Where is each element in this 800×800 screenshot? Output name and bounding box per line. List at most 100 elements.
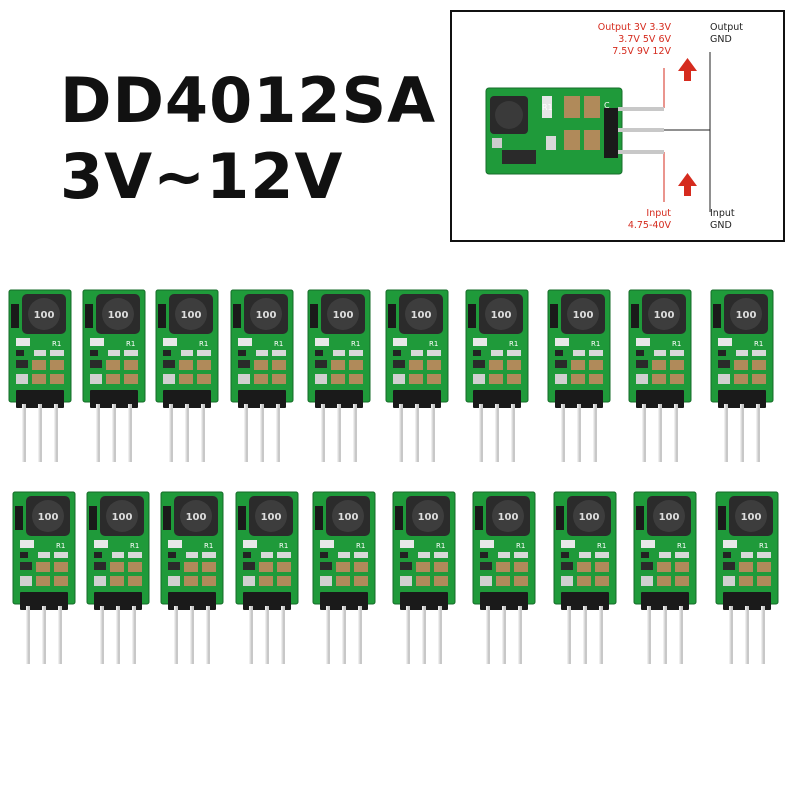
capacitor-icon [434, 562, 448, 572]
smd-component [16, 374, 28, 384]
module-pin [249, 606, 253, 664]
inductor-label: 100 [741, 512, 762, 523]
module-pin [502, 606, 506, 664]
capacitor-icon [489, 374, 503, 384]
pin-header-icon [604, 108, 618, 158]
output-voltage-line: 3.7V 5V 6V [618, 34, 671, 45]
input-voltage-range: Input 4.75-40V [628, 208, 671, 232]
pin-header-icon [315, 390, 363, 408]
pin-highlight [190, 606, 192, 664]
smd-component [573, 350, 585, 356]
inductor-label: 100 [579, 512, 600, 523]
smd-component [338, 552, 350, 558]
inductor-coil-icon [735, 500, 767, 532]
module-pin [729, 606, 733, 664]
smd-component [491, 350, 503, 356]
module-pin [674, 404, 678, 462]
top-connector-icon [85, 304, 93, 328]
top-connector-icon [11, 304, 19, 328]
smd-component [498, 552, 510, 558]
capacitor-icon [514, 576, 528, 586]
capacitor-icon [757, 576, 771, 586]
pin-highlight [422, 606, 424, 664]
module-pin [337, 404, 341, 462]
ic-chip-icon [641, 562, 653, 570]
module-pin [321, 404, 325, 462]
smd-component [168, 576, 180, 586]
top-connector-icon [475, 506, 483, 530]
inductor-coil-icon [412, 500, 444, 532]
resistor-label: R1 [274, 340, 283, 348]
smd-component [670, 350, 684, 356]
pin-header-icon [94, 592, 142, 610]
capacitor-icon [354, 562, 368, 572]
capacitor-icon [589, 360, 603, 370]
top-connector-icon [315, 506, 323, 530]
capacitor-icon [32, 360, 46, 370]
pin-highlight [116, 606, 118, 664]
module-pin [96, 404, 100, 462]
smd-component [277, 552, 291, 558]
capacitor-icon [589, 374, 603, 384]
resistor-label: R1 [52, 340, 61, 348]
inductor-coil-icon [106, 500, 138, 532]
capacitor-icon [427, 374, 441, 384]
smd-component [163, 338, 177, 346]
smd-component [20, 576, 32, 586]
inductor-label: 100 [34, 310, 55, 321]
smd-component [473, 350, 481, 356]
capacitor-icon [564, 96, 580, 118]
capacitor-icon [349, 374, 363, 384]
module-pin [260, 404, 264, 462]
pin-highlight [679, 606, 681, 664]
pin-header-icon [168, 592, 216, 610]
ic-chip-icon [163, 360, 175, 368]
smd-component [589, 350, 603, 356]
smd-component [94, 576, 106, 586]
smd-component [393, 350, 401, 356]
inductor-label: 100 [659, 512, 680, 523]
capacitor-icon [254, 360, 268, 370]
capacitor-icon [595, 562, 609, 572]
capacitor-icon [514, 562, 528, 572]
smd-component [186, 552, 198, 558]
output-voltage-line: 7.5V 9V 12V [612, 46, 671, 57]
module-pin [415, 404, 419, 462]
module-pin [406, 606, 410, 664]
pin-highlight [658, 404, 660, 462]
capacitor-icon [106, 374, 120, 384]
module-pin [265, 606, 269, 664]
inductor-label: 100 [498, 512, 519, 523]
module-pin [663, 606, 667, 664]
resistor-label: R1 [351, 340, 360, 348]
top-connector-icon [310, 304, 318, 328]
top-connector-icon [718, 506, 726, 530]
smd-component [514, 552, 528, 558]
smd-component [90, 350, 98, 356]
capacitor-icon [179, 360, 193, 370]
module-pin [26, 606, 30, 664]
module-pin [679, 606, 683, 664]
smd-component [315, 374, 327, 384]
inductor-coil-icon [32, 500, 64, 532]
pin-highlight [415, 404, 417, 462]
top-connector-icon [556, 506, 564, 530]
resistor-label: R1 [130, 542, 139, 550]
ic-chip-icon [636, 360, 648, 368]
resistor-label: R1 [356, 542, 365, 550]
ic-chip-icon [94, 562, 106, 570]
pin-header-icon [243, 592, 291, 610]
smd-component [34, 350, 46, 356]
pin-header-icon [636, 390, 684, 408]
input-gnd-label: GND [710, 220, 732, 231]
input-terminal-labels: Input GND [710, 208, 735, 232]
capacitor-icon [657, 562, 671, 572]
